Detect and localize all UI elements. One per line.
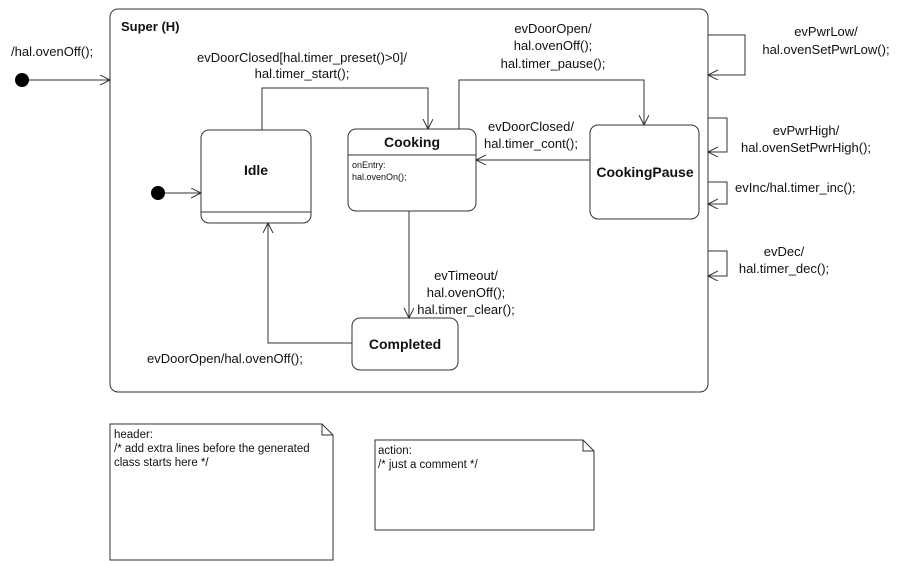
outer-initial-label: /hal.ovenOff();: [11, 44, 93, 59]
idle-state-name: Idle: [244, 162, 268, 178]
self-transition-pwr-low[interactable]: [708, 34, 746, 75]
cooking-to-completed-label-line2: hal.ovenOff();: [427, 285, 506, 300]
super-state-title: Super (H): [121, 19, 180, 34]
header-note-line1: header:: [114, 429, 153, 441]
self-inc-label: evInc/hal.timer_inc();: [735, 180, 856, 195]
cooking-state-name: Cooking: [384, 134, 440, 150]
idle-to-cooking-label-line2: hal.timer_start();: [255, 66, 350, 81]
cooking-pause-state-name: CookingPause: [596, 164, 693, 180]
completed-to-idle-transition[interactable]: [268, 223, 352, 344]
header-note-line2: /* add extra lines before the generated: [114, 443, 310, 455]
action-note-line2: /* just a comment */: [378, 459, 479, 471]
cooking-to-pause-transition[interactable]: [458, 79, 644, 129]
action-note[interactable]: [374, 439, 595, 531]
idle-to-cooking-transition[interactable]: [261, 87, 428, 130]
self-pwr-low-label-line2: hal.ovenSetPwrLow();: [762, 42, 889, 57]
completed-state-name: Completed: [369, 336, 441, 352]
header-note-line3: class starts here */: [114, 457, 209, 469]
self-transition-pwr-high[interactable]: [708, 117, 728, 152]
cooking-to-pause-label-line3: hal.timer_pause();: [501, 56, 606, 71]
action-note-fold: [582, 440, 594, 452]
cooking-to-pause-label-line1: evDoorOpen/: [514, 21, 592, 36]
self-pwr-high-label-line2: hal.ovenSetPwrHigh();: [741, 140, 871, 155]
self-pwr-high-label-line1: evPwrHigh/: [773, 123, 840, 138]
self-pwr-low-label-line1: evPwrLow/: [794, 24, 858, 39]
cooking-entry-action: hal.ovenOn();: [352, 172, 407, 182]
outer-initial-node[interactable]: [15, 73, 29, 87]
self-transition-inc[interactable]: [708, 181, 728, 204]
pause-to-cooking-label-line1: evDoorClosed/: [488, 119, 574, 134]
self-transition-dec[interactable]: [708, 250, 728, 276]
action-note-line1: action:: [378, 445, 412, 457]
header-note-fold: [321, 424, 333, 436]
cooking-to-completed-label-line3: hal.timer_clear();: [417, 302, 515, 317]
idle-state[interactable]: [200, 129, 312, 224]
completed-to-idle-label: evDoorOpen/hal.ovenOff();: [147, 351, 303, 366]
idle-to-cooking-label-line1: evDoorClosed[hal.timer_preset()>0]/: [197, 50, 407, 65]
cooking-state[interactable]: [347, 128, 477, 212]
self-dec-label-line2: hal.timer_dec();: [739, 261, 829, 276]
self-dec-label-line1: evDec/: [764, 244, 805, 259]
cooking-entry-label: onEntry:: [352, 160, 386, 170]
cooking-to-pause-label-line2: hal.ovenOff();: [514, 38, 593, 53]
cooking-to-completed-label-line1: evTimeout/: [434, 268, 498, 283]
inner-initial-node[interactable]: [151, 186, 165, 200]
header-note[interactable]: [109, 423, 334, 561]
pause-to-cooking-label-line2: hal.timer_cont();: [484, 136, 578, 151]
